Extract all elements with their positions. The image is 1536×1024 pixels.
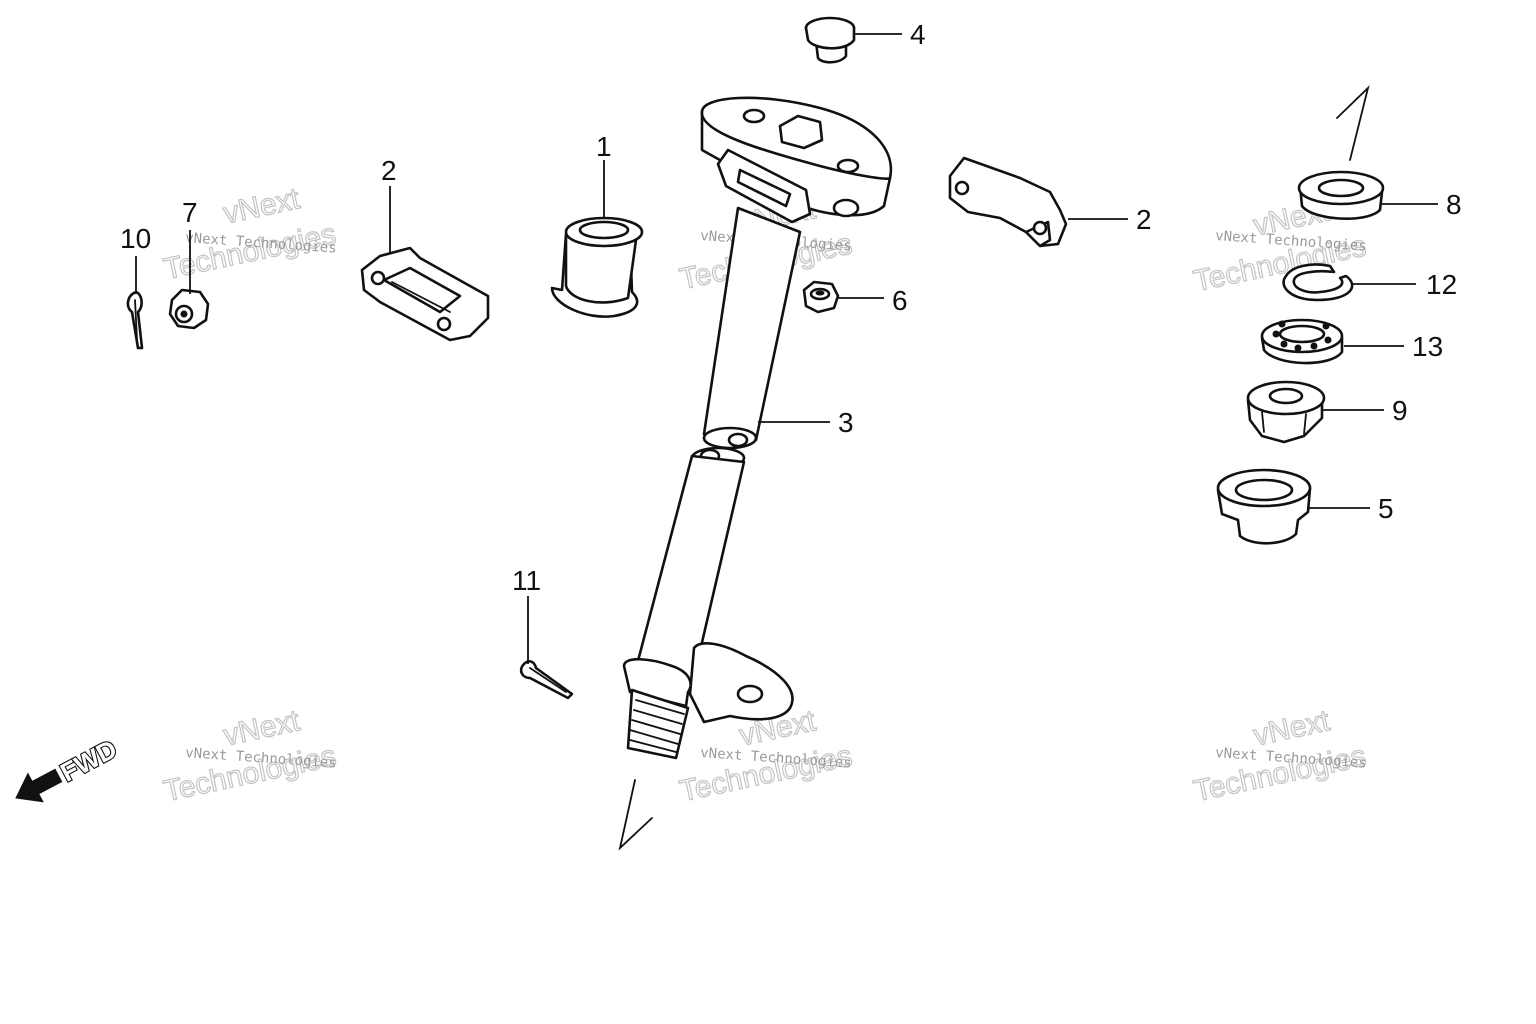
watermark-vnext: vNext [221, 182, 304, 230]
part-cotter-pin-center [519, 660, 574, 700]
callout-2-left: 2 [381, 155, 397, 254]
callout-10: 10 [120, 223, 151, 294]
callout-number: 2 [1136, 204, 1152, 235]
callout-number: 1 [596, 131, 612, 162]
callout-number: 4 [910, 19, 926, 50]
callout-13: 13 [1344, 331, 1443, 362]
callout-2-right: 2 [1068, 204, 1152, 235]
callout-number: 3 [838, 407, 854, 438]
callout-1: 1 [596, 131, 612, 218]
callout-5: 5 [1308, 493, 1394, 524]
callout-7: 7 [182, 197, 198, 294]
part-small-nut [802, 280, 840, 314]
part-bushing [550, 216, 644, 318]
axis-lines [618, 85, 1370, 851]
part-ball-bearing [1260, 318, 1344, 365]
callout-12: 12 [1352, 269, 1457, 300]
watermark-top-left: vNext Technologies [160, 182, 339, 287]
part-nut-left [168, 288, 210, 330]
callout-9: 9 [1322, 395, 1408, 426]
part-clamp-bracket-right [948, 156, 1068, 248]
callout-6: 6 [838, 285, 908, 316]
callout-4: 4 [854, 19, 926, 50]
part-oil-seal [1297, 170, 1385, 220]
callout-number: 8 [1446, 189, 1462, 220]
part-circlip [1282, 263, 1354, 302]
arrow-left-icon [15, 768, 63, 803]
part-steering-shaft [622, 96, 893, 760]
callout-11: 11 [512, 565, 541, 664]
callout-number: 2 [381, 155, 397, 186]
callout-number: 6 [892, 285, 908, 316]
callout-number: 10 [120, 223, 151, 254]
callout-number: 12 [1426, 269, 1457, 300]
fwd-label: FWD [55, 733, 121, 787]
callout-8: 8 [1382, 189, 1462, 220]
watermark-vnext: vNext [1251, 704, 1334, 752]
callout-number: 11 [512, 565, 541, 596]
part-plug-cap [804, 16, 856, 64]
part-flange-nut [1246, 380, 1326, 444]
watermark-vnext: vNext [221, 704, 304, 752]
part-bearing-race [1216, 468, 1312, 545]
fwd-arrow: FWD [15, 732, 123, 803]
callout-number: 9 [1392, 395, 1408, 426]
callout-number: 13 [1412, 331, 1443, 362]
part-cotter-pin-left [126, 290, 144, 350]
callout-3: 3 [758, 407, 854, 438]
part-clamp-bracket-left [360, 246, 490, 342]
callout-number: 7 [182, 197, 198, 228]
callout-number: 5 [1378, 493, 1394, 524]
